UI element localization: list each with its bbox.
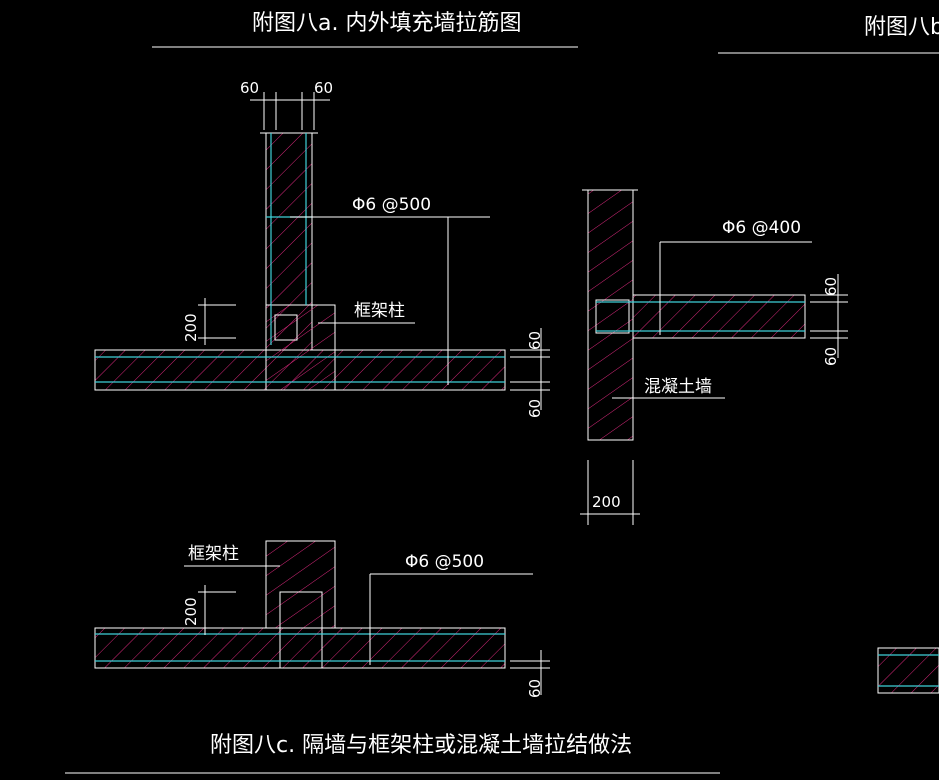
title-c: 附图八c. 隔墙与框架柱或混凝土墙拉结做法 xyxy=(65,733,720,774)
title-b: 附图八b. xyxy=(718,15,939,54)
detail-c-column-core xyxy=(279,591,323,669)
detail-b: Φ6 @400 混凝土墙 60 60 200 xyxy=(580,189,848,525)
detail-a: 60 60 Φ6 @500 框架柱 200 60 60 xyxy=(94,79,550,418)
detail-b-anchor xyxy=(595,299,630,334)
dim-a-right-60-top: 60 xyxy=(526,331,544,350)
dim-a-right-60-bottom: 60 xyxy=(526,399,544,418)
detail-a-frame-column xyxy=(265,304,336,391)
title-c-text: 附图八c. 隔墙与框架柱或混凝土墙拉结做法 xyxy=(210,733,632,758)
title-a: 附图八a. 内外填充墙拉筋图 xyxy=(152,11,578,48)
dim-a-top-left: 60 xyxy=(240,79,259,97)
label-concrete-wall: 混凝土墙 xyxy=(644,377,712,397)
detail-c: Φ6 @500 框架柱 200 60 xyxy=(94,540,550,698)
label-rebar-c: Φ6 @500 xyxy=(405,552,484,572)
dim-b-200: 200 xyxy=(592,493,621,511)
label-frame-column-c: 框架柱 xyxy=(188,544,239,564)
dim-c-200: 200 xyxy=(182,597,200,626)
detail-c-frame-column xyxy=(265,540,336,629)
dim-b-60-bottom: 60 xyxy=(822,347,840,366)
label-rebar-a: Φ6 @500 xyxy=(352,195,431,215)
label-frame-column-a: 框架柱 xyxy=(354,301,405,321)
detail-a-column-core xyxy=(274,314,298,341)
dim-a-200: 200 xyxy=(182,313,200,342)
detail-partial-wall xyxy=(877,647,939,694)
dim-a-top-right: 60 xyxy=(314,79,333,97)
detail-b-concrete-wall xyxy=(587,189,634,441)
label-rebar-b: Φ6 @400 xyxy=(722,218,801,238)
title-b-text: 附图八b. xyxy=(864,15,939,40)
dim-b-60-top: 60 xyxy=(822,277,840,296)
title-a-text: 附图八a. 内外填充墙拉筋图 xyxy=(252,11,521,36)
dim-c-60: 60 xyxy=(526,679,544,698)
